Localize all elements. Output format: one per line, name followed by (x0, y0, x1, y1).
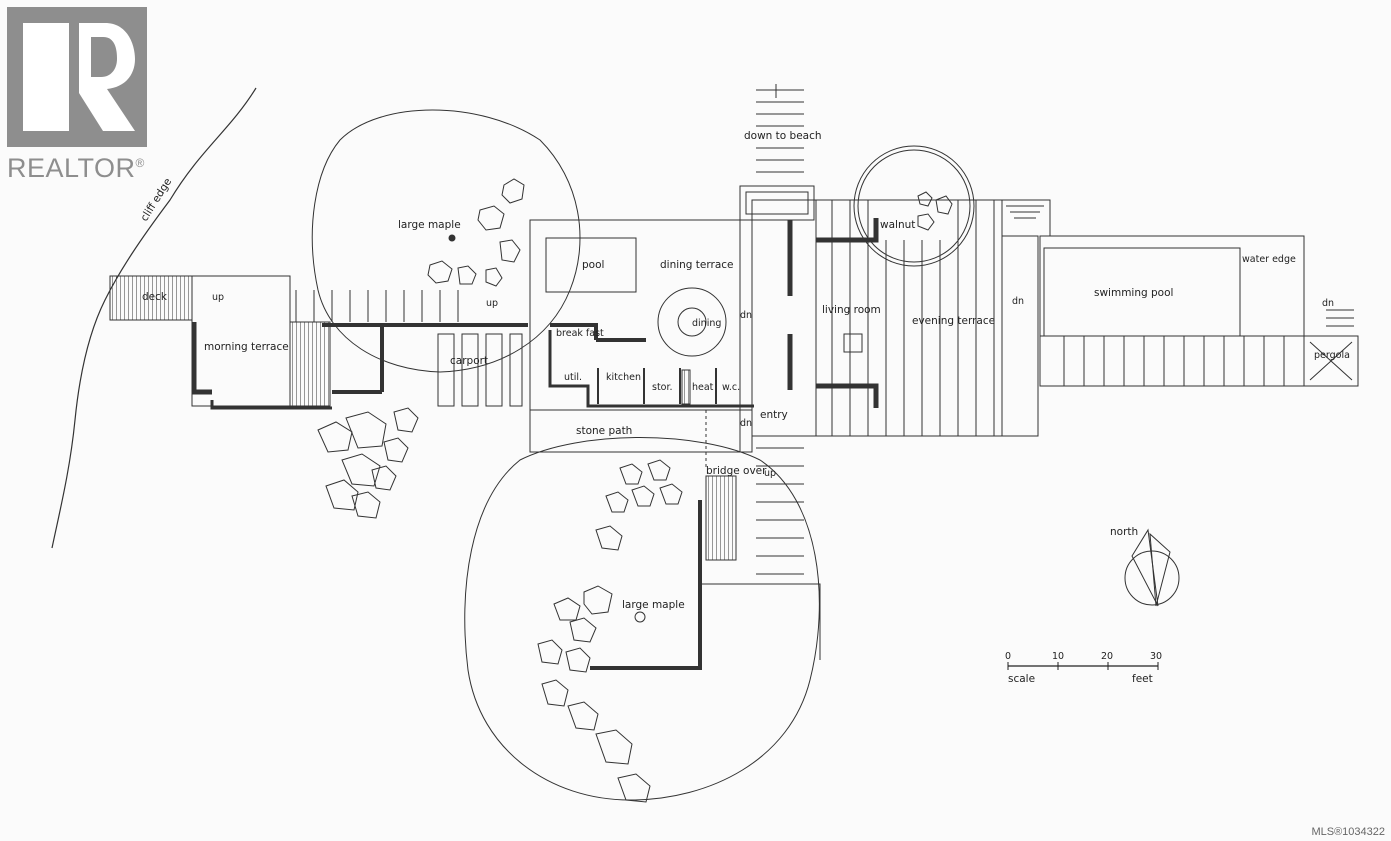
carport-slats (295, 290, 523, 407)
bridge-over-label: bridge over (706, 465, 767, 477)
scale-tick-0: 0 (1005, 651, 1011, 662)
beach-stairs (756, 84, 804, 173)
pergola-label: pergola (1314, 350, 1350, 361)
terrace-dn-label: dn (1012, 296, 1024, 307)
realtor-wordmark: REALTOR® (7, 153, 145, 184)
deck-label: deck (142, 291, 168, 303)
pool-label: pool (582, 259, 604, 271)
stor-label: stor. (652, 382, 673, 393)
large-maple-south-label: large maple (622, 599, 685, 611)
breakfast-label: break fast (556, 328, 604, 339)
realtor-logo-mark (7, 7, 147, 147)
dining-terrace-label: dining terrace (660, 259, 734, 271)
living-room-label: living room (822, 304, 881, 316)
large-maple-north-canopy (311, 109, 581, 373)
large-maple-south-canopy (464, 437, 820, 801)
swimming-pool-label: swimming pool (1094, 287, 1173, 299)
stone-path (529, 409, 753, 453)
carport-up-label: up (486, 298, 498, 309)
down-to-beach-label: down to beach (744, 130, 822, 142)
deck-up-label: up (212, 292, 224, 303)
scale-tick-10: 10 (1052, 651, 1064, 662)
pool-deck-boards (1039, 335, 1305, 387)
evening-terrace-label: evening terrace (912, 315, 995, 327)
dining-dn-label: dn (740, 310, 752, 321)
stone-path-label: stone path (576, 425, 632, 437)
mls-number: MLS®1034322 (1311, 826, 1385, 838)
north-label: north (1110, 526, 1138, 538)
morning-terrace-label: morning terrace (204, 341, 289, 353)
pergola (1303, 335, 1359, 387)
entry-dn-label: dn (740, 418, 752, 429)
pergola-dn-label: dn (1322, 298, 1334, 309)
reflecting-pool (545, 237, 637, 293)
realtor-logo: REALTOR® (7, 7, 157, 185)
dining-label: dining (692, 318, 721, 329)
scale-left-label: scale (1008, 673, 1035, 685)
registered-mark: ® (135, 156, 145, 170)
walnut-tree-canopy (853, 145, 975, 267)
cliff-edge-line (51, 87, 257, 549)
dining-round (657, 287, 727, 357)
large-maple-north-label: large maple (398, 219, 461, 231)
scale-right-label: feet (1132, 673, 1153, 685)
scale-bar (1007, 662, 1159, 670)
water-edge-label: water edge (1242, 254, 1296, 265)
bridge-up-label: up (764, 468, 776, 479)
south-stairs (756, 447, 804, 575)
walnut-label: walnut (880, 219, 915, 231)
swimming-pool (1039, 235, 1305, 337)
scale-tick-20: 20 (1101, 651, 1113, 662)
entry-label: entry (760, 409, 788, 421)
realtor-brand: REALTOR (7, 153, 136, 183)
north-arrow-circle (1124, 550, 1180, 606)
heat-label: heat (692, 382, 714, 393)
scale-tick-30: 30 (1150, 651, 1162, 662)
util-label: util. (564, 372, 582, 383)
carport-label: carport (450, 355, 488, 367)
kitchen-label: kitchen (606, 372, 641, 383)
wc-label: w.c. (722, 382, 740, 393)
